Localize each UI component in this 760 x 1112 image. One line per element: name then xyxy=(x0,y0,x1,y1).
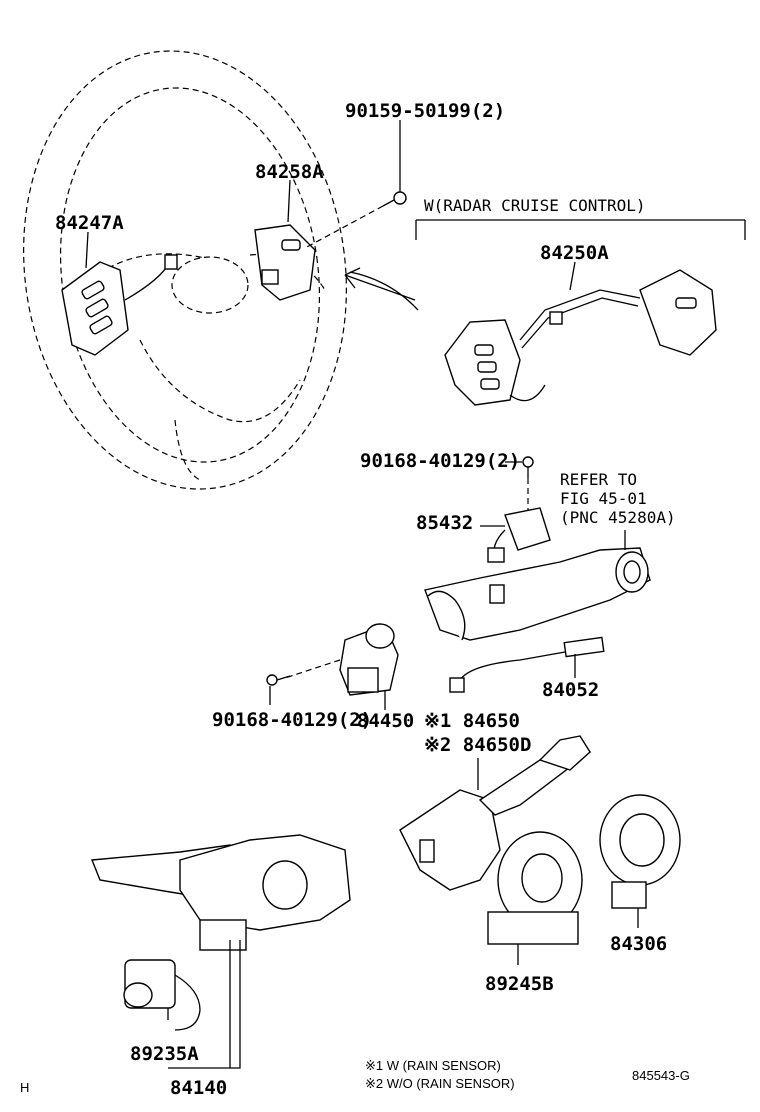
switch-84450-drawing xyxy=(266,623,399,710)
label-89245b: 89245B xyxy=(485,973,554,995)
label-radar-cruise: W(RADAR CRUISE CONTROL) xyxy=(424,196,646,215)
label-84306: 84306 xyxy=(610,933,667,955)
sensor-89235a-drawing xyxy=(123,959,201,1031)
label-84140: 84140 xyxy=(170,1077,227,1099)
label-refer-fig: FIG 45-01 xyxy=(560,489,647,508)
note-rain-sensor-with: ※1 W (RAIN SENSOR) xyxy=(365,1058,501,1073)
label-refer-to: REFER TO xyxy=(560,470,637,489)
radar-bracket xyxy=(415,219,746,240)
label-84650: ※1 84650 xyxy=(424,710,520,732)
label-84247a: 84247A xyxy=(55,212,124,234)
switch-84650-drawing xyxy=(399,735,592,891)
part-labels: 90159-50199(2) 84258A 84247A W(RADAR CRU… xyxy=(20,100,690,1099)
screw-90159-drawing xyxy=(304,120,407,249)
screw-90168-upper-drawing xyxy=(505,456,534,510)
spiral-cable-89245b-drawing xyxy=(487,831,583,965)
switch-84258a-drawing xyxy=(254,224,316,301)
label-84450: 84450 xyxy=(357,710,414,732)
corner-mark: H xyxy=(20,1080,29,1095)
label-refer-pnc: (PNC 45280A) xyxy=(560,508,676,527)
label-84650d: ※2 84650D xyxy=(424,734,531,756)
switch-84140-drawing xyxy=(91,834,351,1069)
label-90159-50199: 90159-50199(2) xyxy=(345,100,505,122)
label-89235a: 89235A xyxy=(130,1043,199,1065)
steering-wheel-outline xyxy=(23,50,347,490)
switch-84247a-drawing xyxy=(61,254,178,356)
label-85432: 85432 xyxy=(416,512,473,534)
label-90168-40129-upper: 90168-40129(2) xyxy=(360,450,520,472)
steering-column-drawing xyxy=(424,530,651,641)
label-84258a: 84258A xyxy=(255,161,324,183)
label-84250a: 84250A xyxy=(540,242,609,264)
switch-84250a-drawing xyxy=(444,261,717,406)
relay-85432-drawing xyxy=(480,507,551,563)
harness-84052-drawing xyxy=(449,636,605,693)
note-rain-sensor-without: ※2 W/O (RAIN SENSOR) xyxy=(365,1076,515,1091)
label-84052: 84052 xyxy=(542,679,599,701)
diagram-code: 845543-G xyxy=(632,1068,690,1083)
label-90168-40129-lower: 90168-40129(2) xyxy=(212,709,372,731)
sensor-84306-drawing xyxy=(599,794,681,928)
